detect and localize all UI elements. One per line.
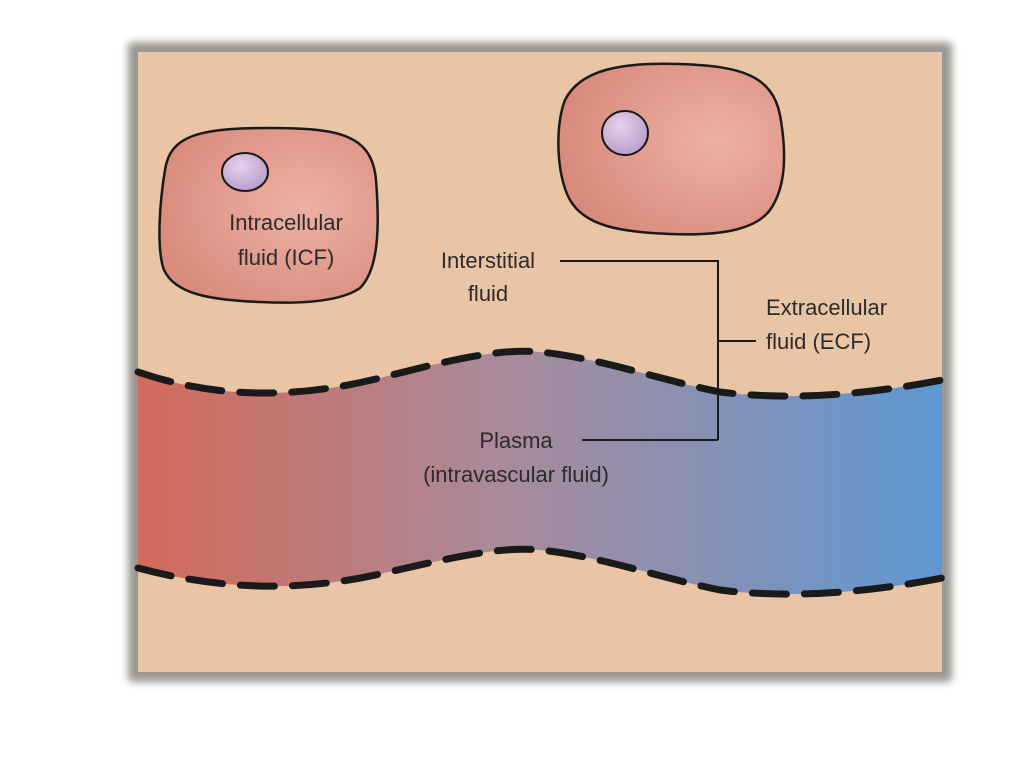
plasma-label-line1: Plasma: [479, 428, 553, 453]
vessel-wall-bottom: [134, 545, 946, 598]
ecf-label-line2: fluid (ECF): [766, 329, 871, 354]
cell-left: [158, 126, 379, 304]
ecf-label-line1: Extracellular: [766, 295, 887, 320]
vessel-wall-top: [134, 347, 946, 400]
nucleus-right: [601, 110, 649, 156]
interstitial-label-line2: fluid: [468, 281, 508, 306]
interstitial-label-line1: Interstitial: [441, 248, 535, 273]
cell-right: [557, 62, 786, 236]
blood-vessel: [138, 351, 942, 595]
nucleus-left: [221, 152, 269, 192]
plasma-label-line2: (intravascular fluid): [423, 462, 609, 487]
interstitial-leader-line: [560, 260, 719, 440]
icf-label-line2: fluid (ICF): [238, 245, 335, 270]
icf-label-line1: Intracellular: [229, 210, 343, 235]
